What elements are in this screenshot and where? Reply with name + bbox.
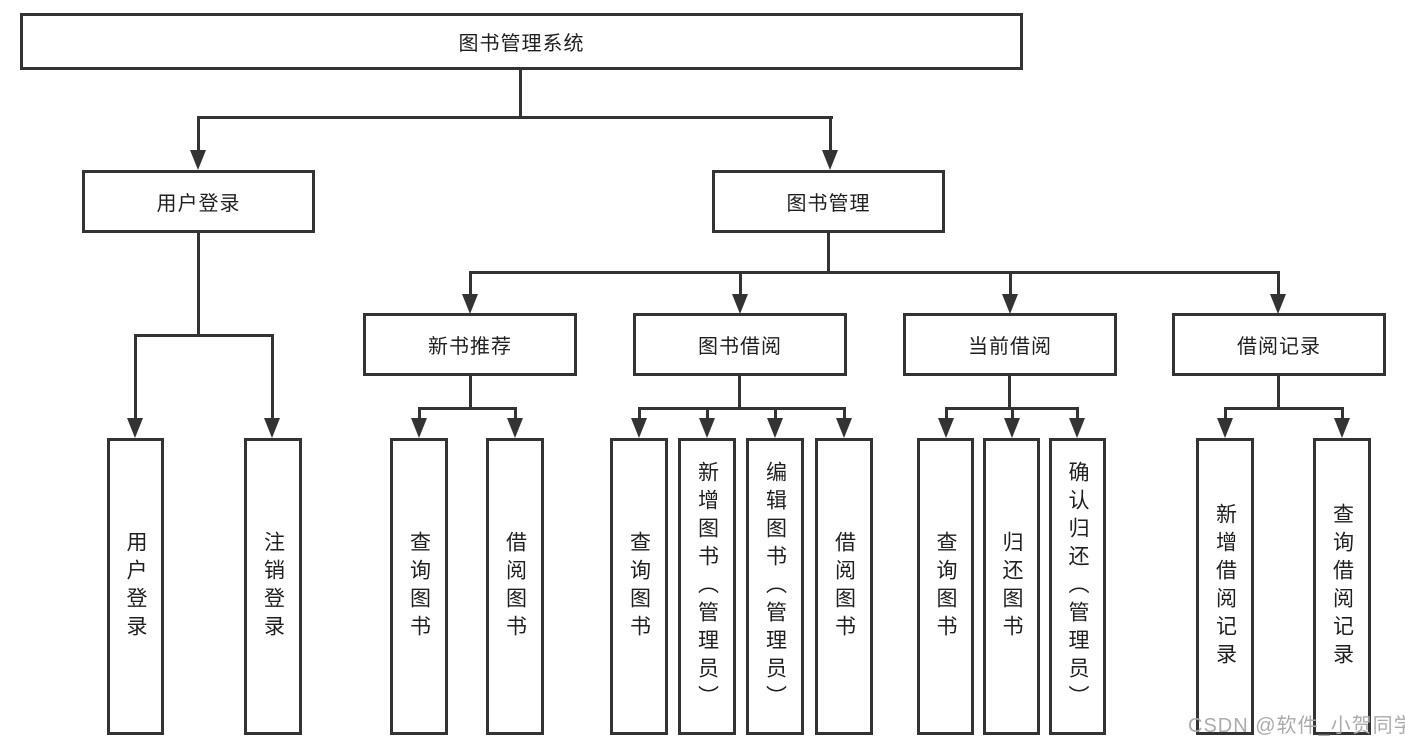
node-book-management: 图书管理 (712, 170, 945, 233)
node-label: 新书推荐 (428, 336, 512, 358)
connector-arrow (1069, 407, 1085, 438)
leaf-label: 查询借阅记录 (1330, 502, 1354, 671)
leaf-label: 确认归还（管理员） (1066, 460, 1089, 713)
leaf-label: 注销登录 (261, 530, 285, 643)
connector-line (827, 233, 830, 274)
connector-line (738, 376, 741, 410)
leaf-query-books: 查询图书 (610, 438, 668, 735)
leaf-return-books: 归还图书 (983, 438, 1040, 735)
connector-line (197, 116, 833, 119)
leaf-add-borrow-record: 新增借阅记录 (1196, 438, 1254, 735)
connector-line (418, 407, 517, 410)
leaf-label: 新增图书（管理员） (695, 460, 719, 713)
node-current-borrowing: 当前借阅 (903, 313, 1117, 376)
connector-arrow (822, 116, 838, 170)
connector-line (1277, 376, 1280, 410)
node-label: 图书借阅 (698, 336, 782, 358)
connector-arrow (411, 407, 427, 438)
connector-arrow (190, 116, 206, 170)
leaf-query-books: 查询图书 (917, 438, 974, 735)
leaf-label: 查询图书 (627, 530, 651, 643)
connector-arrow (767, 407, 783, 438)
leaf-label: 新增借阅记录 (1213, 502, 1237, 671)
leaf-label: 编辑图书（管理员） (763, 460, 787, 713)
connector-arrow (462, 271, 478, 314)
csdn-watermark: CSDN @软件_小贺同学 (1188, 715, 1405, 737)
connector-arrow (836, 407, 852, 438)
leaf-query-borrow-record: 查询借阅记录 (1313, 438, 1371, 735)
node-label: 图书管理系统 (458, 33, 585, 55)
connector-line (469, 376, 472, 410)
leaf-label: 借阅图书 (832, 530, 856, 643)
connector-line (134, 334, 274, 337)
connector-line (197, 233, 200, 337)
connector-arrow (1334, 407, 1350, 438)
node-label: 借阅记录 (1237, 336, 1321, 358)
connector-line (1008, 376, 1011, 410)
node-label: 图书管理 (786, 193, 871, 215)
leaf-user-login: 用户登录 (107, 438, 164, 735)
connector-arrow (938, 407, 954, 438)
leaf-label: 归还图书 (1000, 530, 1023, 643)
leaf-label: 查询图书 (934, 530, 957, 643)
connector-arrow (1004, 407, 1020, 438)
leaf-confirm-return-admin: 确认归还（管理员） (1049, 438, 1106, 735)
node-new-book-recommendation: 新书推荐 (363, 313, 577, 376)
connector-arrow (631, 407, 647, 438)
connector-arrow (264, 334, 280, 438)
leaf-query-books: 查询图书 (390, 438, 448, 735)
node-borrowing-records: 借阅记录 (1172, 313, 1386, 376)
connector-arrow (127, 334, 143, 438)
leaf-logout: 注销登录 (244, 438, 302, 735)
connector-arrow (1270, 271, 1286, 314)
connector-arrow (732, 271, 748, 314)
node-label: 当前借阅 (968, 336, 1052, 358)
connector-line (469, 271, 1280, 274)
connector-arrow (1217, 407, 1233, 438)
connector-arrow (1002, 271, 1018, 314)
connector-arrow (699, 407, 715, 438)
connector-line (519, 70, 522, 118)
leaf-borrow-books: 借阅图书 (815, 438, 873, 735)
leaf-add-books-admin: 新增图书（管理员） (678, 438, 736, 735)
node-library-management-system: 图书管理系统 (20, 13, 1023, 70)
node-label: 用户登录 (156, 193, 241, 215)
leaf-label: 借阅图书 (503, 530, 527, 643)
node-book-borrowing: 图书借阅 (633, 313, 847, 376)
leaf-label: 查询图书 (407, 530, 431, 643)
leaf-edit-books-admin: 编辑图书（管理员） (746, 438, 804, 735)
leaf-borrow-books: 借阅图书 (486, 438, 544, 735)
connector-line (1224, 407, 1343, 410)
leaf-label: 用户登录 (124, 530, 147, 643)
node-user-login: 用户登录 (82, 170, 315, 233)
connector-line (638, 407, 846, 410)
connector-arrow (507, 407, 523, 438)
